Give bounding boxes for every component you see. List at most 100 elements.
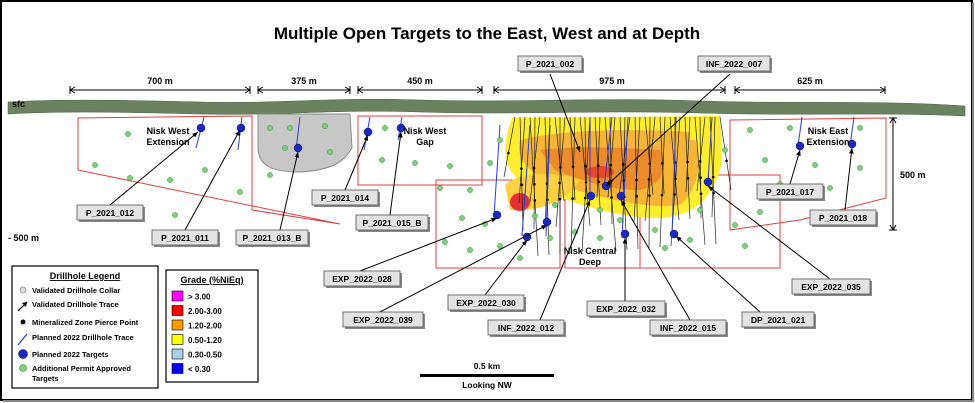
callout-box	[342, 311, 424, 328]
planned-target	[492, 210, 502, 220]
drillhole-trace	[533, 116, 536, 230]
permit-target	[857, 125, 863, 131]
drillhole-trace	[699, 116, 702, 219]
callout-box	[355, 214, 429, 231]
pierce-point	[635, 194, 639, 198]
dimension-label-975: 975 m	[599, 76, 625, 86]
callout-box	[809, 209, 877, 226]
dimension-625	[734, 86, 886, 94]
permit-target	[757, 209, 763, 215]
permit-target	[287, 125, 293, 131]
pierce-point	[584, 164, 587, 168]
pierce-point	[686, 160, 689, 164]
callout-leader	[279, 151, 299, 231]
callout-leader	[344, 134, 369, 191]
callout-box	[323, 270, 401, 287]
callout-box	[151, 229, 219, 246]
callout-box	[756, 183, 824, 200]
permit-target	[322, 123, 328, 129]
callout-box	[586, 300, 666, 317]
pierce-point	[647, 178, 651, 181]
planned-target	[293, 143, 303, 153]
zone-label-nisk-central-deep-2: Deep	[579, 257, 602, 267]
callout-leader	[379, 224, 548, 313]
pierce-point	[622, 163, 625, 166]
callout-arrowhead	[521, 240, 527, 246]
pierce-point	[660, 193, 664, 197]
callout-arrowhead	[585, 200, 591, 206]
permit-target	[532, 213, 538, 219]
planned-target	[703, 177, 713, 187]
grade-swatch	[171, 334, 184, 345]
view-direction-label: Looking NW	[462, 380, 513, 390]
surface-label: sfc	[12, 99, 25, 109]
callout-arrowhead	[849, 148, 854, 154]
permit-target	[467, 187, 473, 193]
permit-target	[437, 185, 443, 191]
drillhole-trace	[719, 116, 732, 191]
callout-arrowhead	[621, 200, 626, 206]
callout-arrowhead	[192, 132, 198, 138]
callout-arrowhead	[622, 238, 628, 244]
pierce-point-icon	[20, 319, 26, 325]
collar-icon	[19, 286, 27, 294]
permit-target	[442, 239, 448, 245]
pierce-point	[583, 196, 587, 200]
callout-label: EXP_2022_032	[596, 304, 656, 314]
pierce-point	[699, 176, 702, 179]
callout-leader	[484, 239, 528, 296]
grade-swatch	[171, 348, 184, 360]
callout-leader	[109, 131, 199, 206]
permit-target	[722, 147, 728, 153]
drillhole-trace	[579, 116, 591, 227]
permit-target	[762, 157, 768, 163]
callout-label: EXP_2022_030	[456, 298, 516, 308]
callout-arrowhead	[541, 225, 547, 230]
planned-target	[196, 123, 206, 133]
permit-target	[459, 215, 465, 221]
legend-item-label: Additional Permit Approved	[32, 364, 131, 373]
callout-label: EXP_2022_035	[801, 282, 861, 292]
planned-trace	[521, 124, 531, 237]
permit-target	[379, 157, 385, 163]
planned-target-icon	[18, 349, 28, 359]
permit-target	[517, 255, 523, 261]
permit-target	[237, 189, 243, 195]
scale-bar	[420, 374, 554, 377]
callout-leader	[359, 217, 498, 272]
dimension-450	[357, 86, 483, 94]
callout-arrowhead	[575, 146, 581, 152]
legend-item-label: Mineralized Zone Pierce Point	[32, 318, 139, 327]
callout-box	[697, 55, 771, 72]
zone-label-nisk-east-extension-2: Extension	[806, 137, 849, 147]
drillhole-trace	[555, 116, 566, 228]
page-title: Multiple Open Targets to the East, West …	[274, 24, 700, 43]
permit-target	[167, 177, 173, 183]
drillhole-trace	[581, 116, 591, 253]
drillhole-legend-title: Drillhole Legend	[50, 271, 121, 281]
pierce-point	[559, 166, 562, 169]
planned-2022-targets	[196, 123, 857, 242]
permit-target	[812, 162, 818, 168]
callout-box	[76, 204, 144, 221]
pierce-point	[635, 178, 638, 182]
planned-trace-icon	[17, 333, 28, 346]
permit-target	[652, 227, 658, 233]
callout-box	[741, 311, 815, 328]
callout-label: P_2021_013_B	[242, 233, 301, 243]
callout-arrowhead	[294, 152, 300, 158]
callout-box	[235, 229, 309, 246]
pierce-point	[609, 163, 613, 167]
grade-swatch	[171, 319, 184, 331]
callout-leader	[549, 73, 581, 153]
planned-trace	[797, 116, 803, 147]
callout-leader	[707, 185, 831, 280]
callout-label: INF_2022_007	[706, 59, 763, 69]
zone-label-nisk-west-extension-1: Nisk West	[147, 126, 190, 136]
callout-label: P_2021_012	[86, 208, 134, 218]
permit-target	[547, 235, 553, 241]
pierce-point	[698, 160, 702, 163]
permit-target	[697, 207, 703, 213]
